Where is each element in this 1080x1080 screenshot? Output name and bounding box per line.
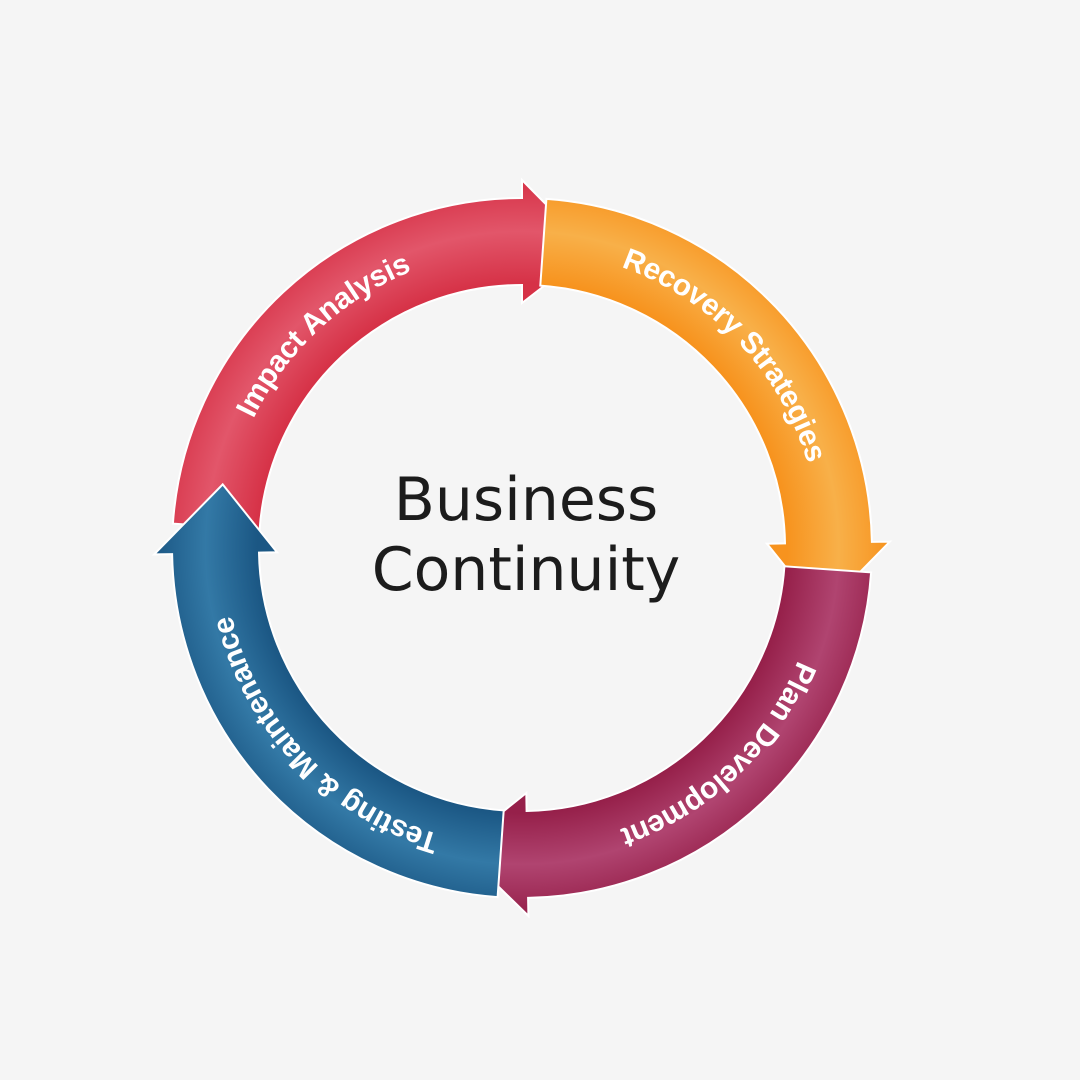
arrow-segment-plan-development bbox=[456, 565, 873, 919]
center-title-line1: Business bbox=[394, 465, 659, 535]
arrow-segment-recovery-strategies bbox=[539, 197, 893, 614]
arrow-segment-testing-maintenance bbox=[151, 482, 505, 899]
arrow-segment-impact-analysis bbox=[171, 177, 593, 531]
center-title-line2: Continuity bbox=[372, 535, 681, 605]
